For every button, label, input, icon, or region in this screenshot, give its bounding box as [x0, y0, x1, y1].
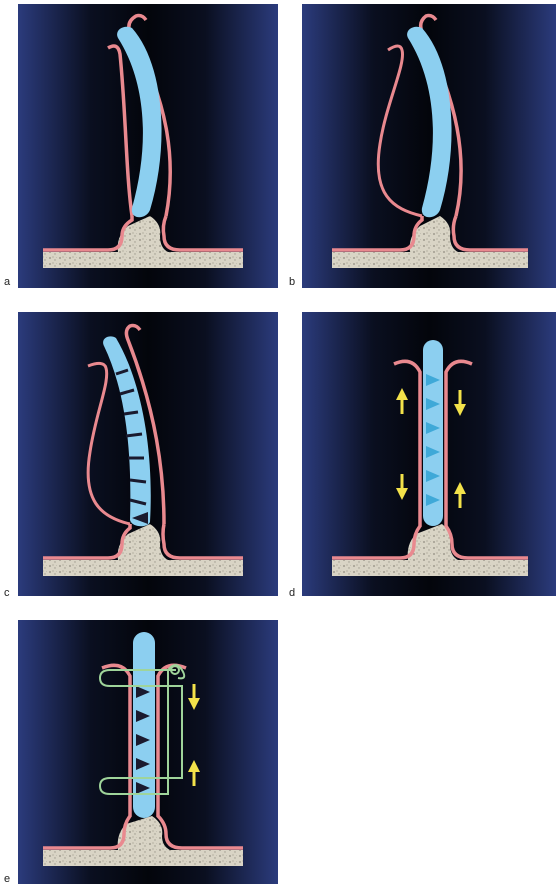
panel-b: b — [302, 4, 556, 288]
panel-b-illustration — [302, 4, 556, 288]
panel-e: e — [18, 620, 278, 884]
panel-d-illustration — [302, 312, 556, 596]
panel-c: c — [18, 312, 278, 596]
bone-base — [332, 252, 528, 268]
bone-base — [43, 252, 243, 268]
panel-d: d — [302, 312, 556, 596]
panel-label: e — [4, 874, 10, 885]
panel-label: b — [289, 277, 295, 288]
panel-label: a — [4, 277, 10, 288]
bone-base — [332, 560, 528, 576]
bone-base — [43, 560, 243, 576]
panel-e-illustration — [18, 620, 278, 884]
panel-a-illustration — [18, 4, 278, 288]
panel-label: d — [289, 588, 295, 599]
panel-label: c — [4, 588, 10, 599]
bone-base — [43, 850, 243, 866]
panel-c-illustration — [18, 312, 278, 596]
panel-a: a — [18, 4, 278, 288]
